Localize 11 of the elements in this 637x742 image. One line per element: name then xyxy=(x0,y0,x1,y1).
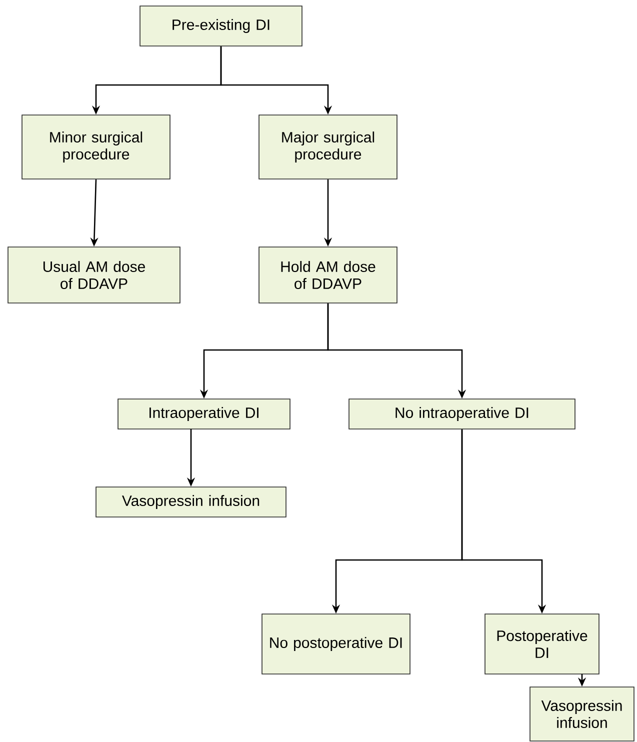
process-box: No intraoperative DI xyxy=(348,398,576,430)
process-box: Usual AM dose of DDAVP xyxy=(8,246,180,304)
process-box: Pre-existing DI xyxy=(140,6,302,46)
process-box: Major surgical procedure xyxy=(258,114,398,180)
process-box: Vasopressin infusion xyxy=(530,686,634,742)
process-box: Postoperative DI xyxy=(484,614,600,674)
process-box: Minor surgical procedure xyxy=(22,114,170,180)
process-box: Vasopressin infusion xyxy=(96,486,286,518)
process-box: Hold AM dose of DDAVP xyxy=(258,246,398,304)
process-box: No postoperative DI xyxy=(262,614,410,674)
process-box: Intraoperative DI xyxy=(118,398,290,430)
